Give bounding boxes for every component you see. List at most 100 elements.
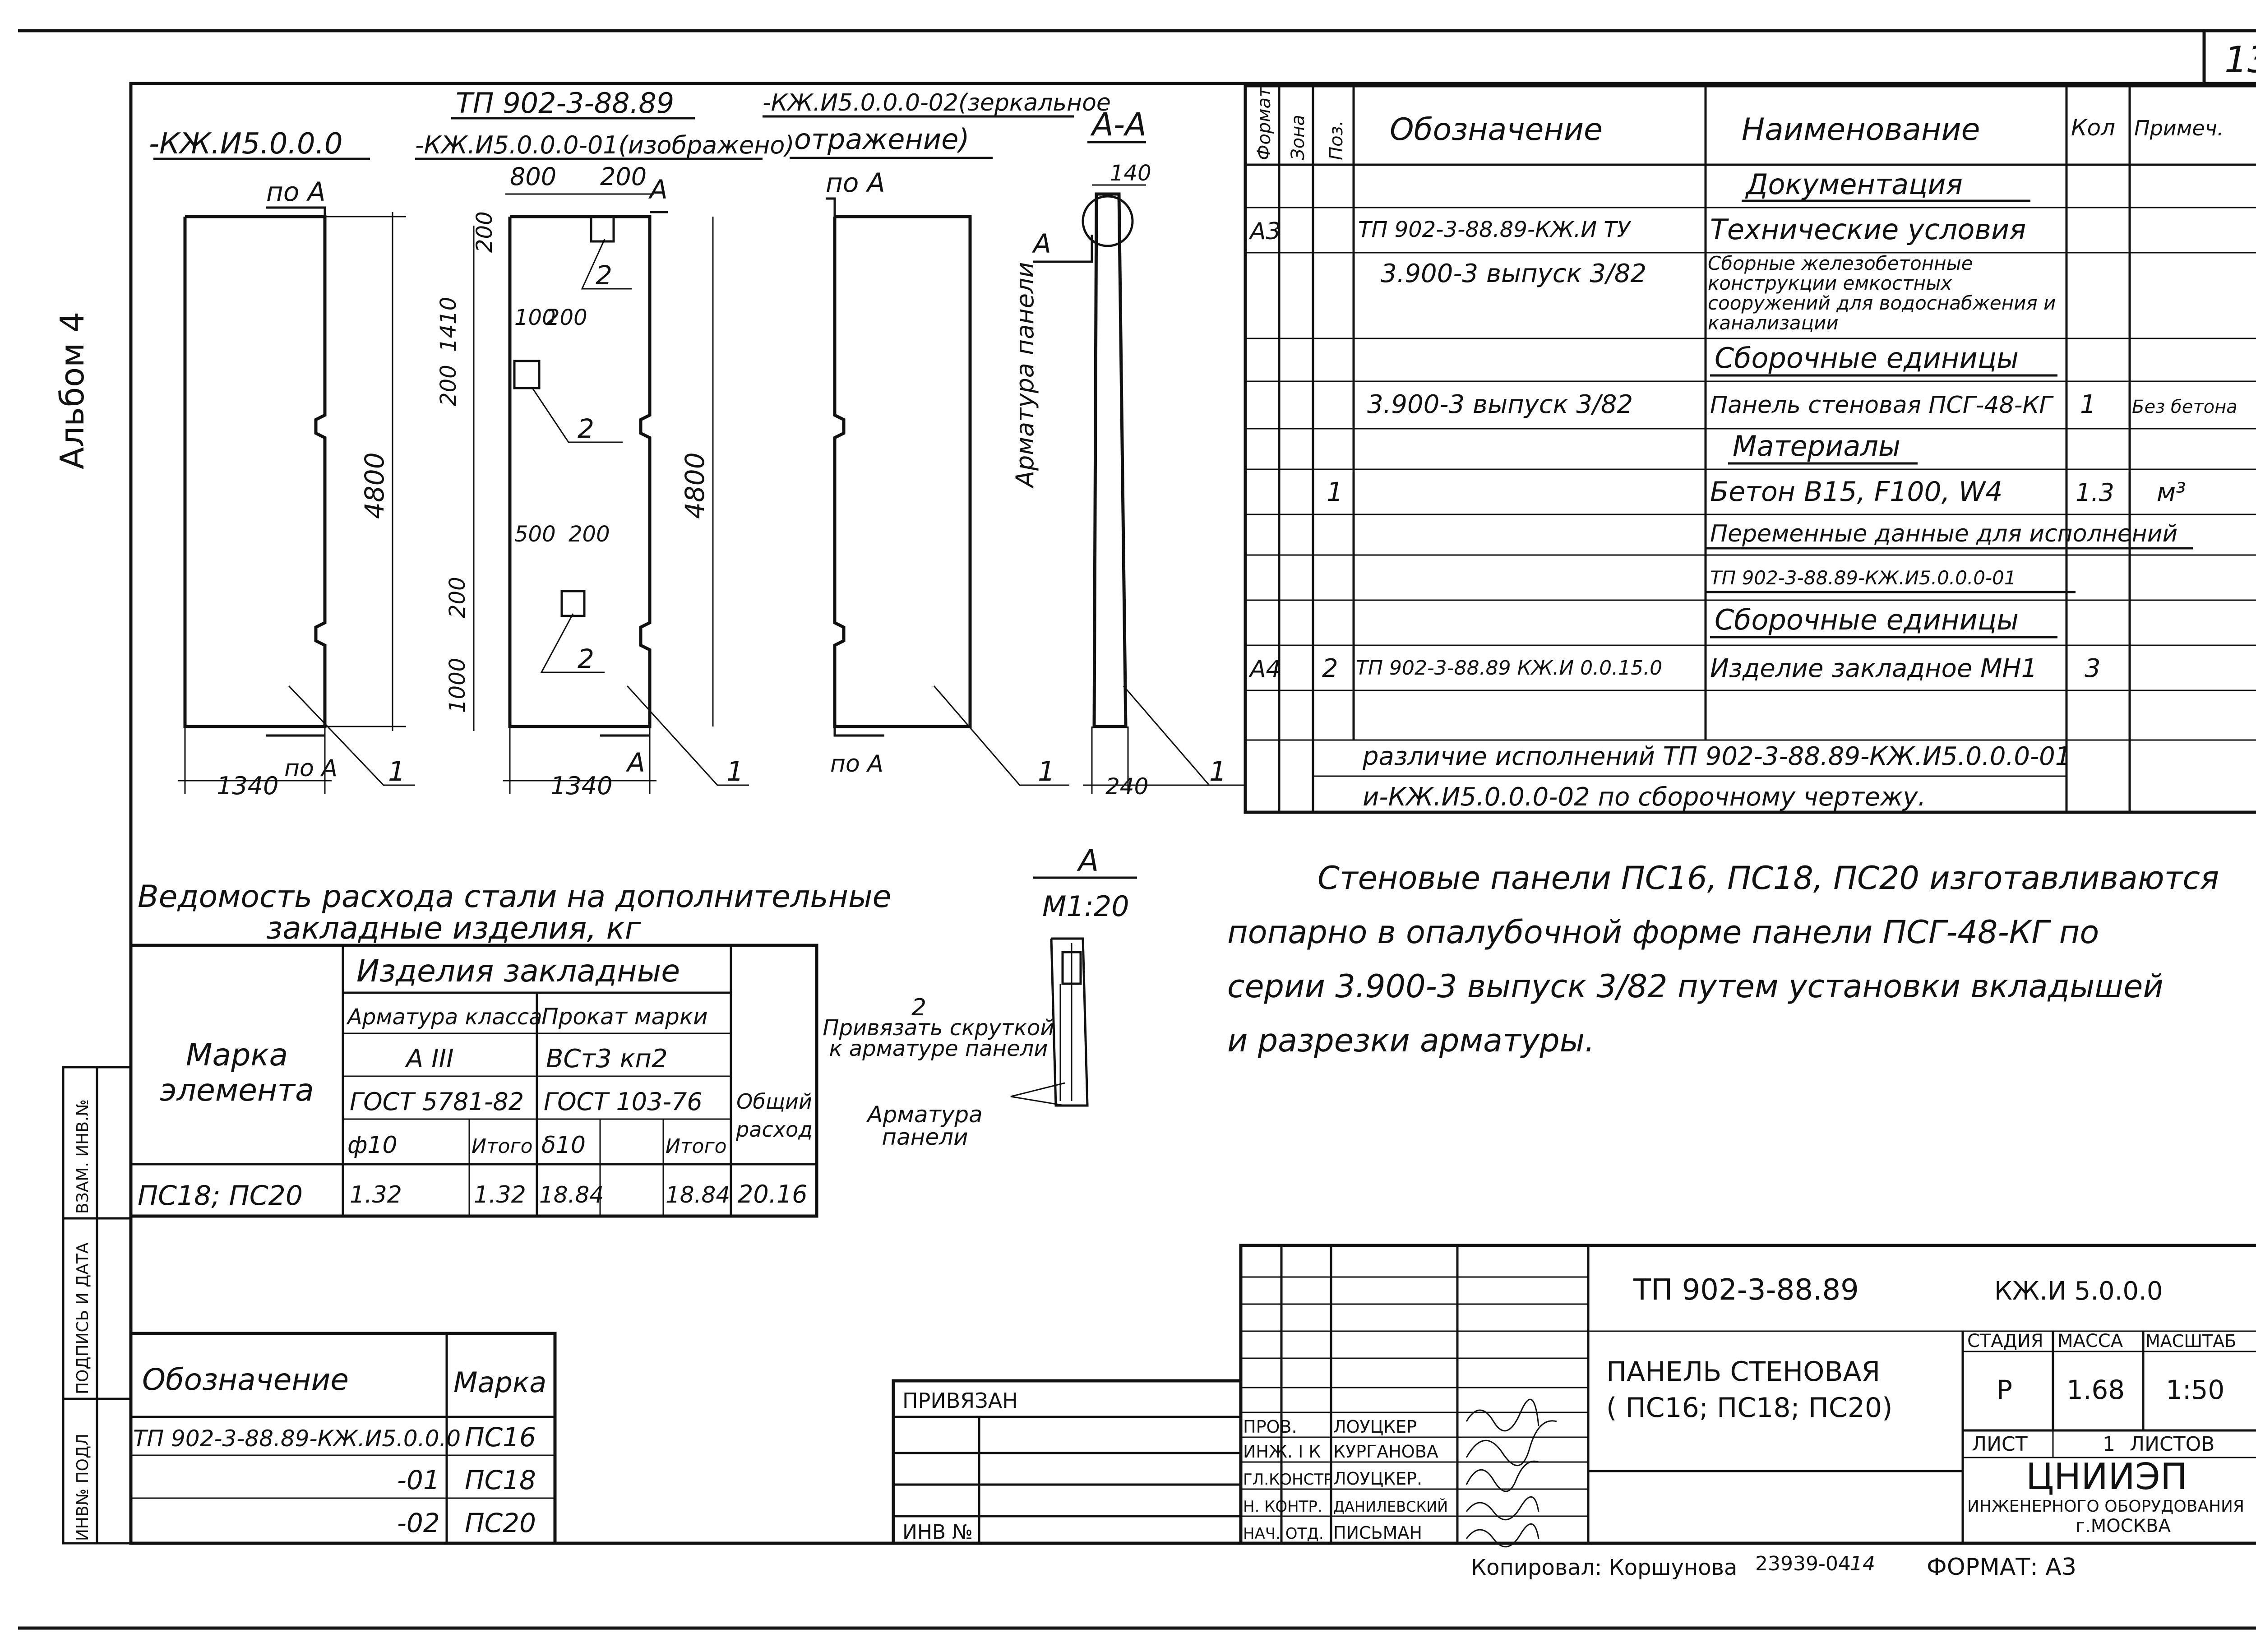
detail-a: А М1:20 2 Привязать скруткой к арматуре … [823,843,1137,1150]
dim-200b: 200 [472,211,497,253]
spec-r2-des: 3.900-3 выпуск 3/82 [1381,259,1646,288]
spec-r6-name: Бетон В15, F100, W4 [1710,476,2002,508]
marks-h-mark: Марка [453,1366,546,1399]
tb-org-3: г.МОСКВА [2076,1516,2171,1536]
callout-1d: 1 [1209,756,1226,787]
dim-height-2: 4800 [680,452,710,519]
spec-footer-1: различие исполнений ТП 902-3-88.89-КЖ.И5… [1362,742,2071,771]
signature-1 [1465,1420,1557,1467]
spec-h-name: Наименование [1742,112,1980,148]
cut-label-3b: по А [830,750,883,777]
panel-view-2: 800 200 А 200 1410 200 100 200 500 200 2… [436,162,749,800]
stamp-sign: ПОДПИСЬ И ДАТА [74,1242,92,1394]
steel-row-s10: 18.84 [539,1182,604,1208]
steel-row-total: 20.16 [738,1180,808,1208]
dim-1000: 1000 [445,658,470,713]
callout-1c: 1 [1038,756,1055,787]
callout-2a: 2 [596,260,612,291]
tb-role-4: НАЧ. ОТД. [1243,1525,1324,1543]
spec-h-note: Примеч. [2134,116,2224,140]
spec-r6-qty: 1.3 [2076,478,2114,507]
cut-label-1b: по А [284,755,337,782]
dim-200f: 200 [445,577,470,618]
callout-2b: 2 [578,413,594,444]
callout-1b: 1 [726,756,744,787]
tb-project: ТП 902-3-88.89 [1633,1273,1859,1307]
tb-name-2: ЛОУЦКЕР. [1333,1469,1422,1489]
spec-r9-name: Сборочные единицы [1715,603,2019,636]
spec-h-des: Обозначение [1390,112,1603,148]
stamp-replace: ВЗАМ. ИНВ.№ [74,1099,92,1214]
steel-table: Ведомость расхода стали на дополнительны… [129,879,892,1218]
designation-01: -КЖ.И5.0.0.0-01(изображено) [415,131,795,159]
callout-1a: 1 [388,756,405,787]
marks-h-des: Обозначение [142,1362,349,1397]
steel-row-mark: ПС18; ПС20 [138,1180,303,1212]
dim-800: 800 [510,162,556,191]
tb-scale-h: МАСШТАБ [2145,1331,2236,1351]
page-number: 13 [2224,39,2256,81]
callout-2c: 2 [578,643,594,674]
spec-r4-qty: 1 [2080,390,2096,419]
signature-2 [1465,1461,1539,1492]
note-line-3: серии 3.900-3 выпуск 3/82 путем установк… [1227,968,2164,1005]
marks-r1-mark: ПС18 [465,1465,536,1495]
tb-role-0: ПРОВ. [1243,1417,1297,1437]
spec-r5-name: Материалы [1733,430,1900,463]
spec-r4-name: Панель стеновая ПСГ-48-КГ [1710,392,2054,419]
spec-r10-name: Изделие закладное МН1 [1710,654,2037,683]
signature-3 [1465,1496,1539,1521]
spec-r0-name: Документация [1745,168,1963,201]
section-view: 140 А Арматура панели 240 1 [1011,161,1245,800]
marks-r2-des: -02 [397,1508,440,1538]
spec-h-qty: Кол [2071,115,2115,141]
tb-name-3: ДАНИЛЕВСКИЙ [1333,1498,1448,1515]
steel-sub2-gost: ГОСТ 103-76 [544,1087,703,1116]
steel-group-h: Изделия закладные [356,953,680,989]
tb-scale: 1:50 [2166,1374,2224,1405]
marks-r2-mark: ПС20 [465,1508,536,1538]
spec-r6-note: м³ [2157,478,2186,507]
cut-letter-sect: А [1031,228,1051,259]
spec-h-zone: Зона [1288,115,1308,160]
dim-width-2: 1340 [550,772,612,800]
note-line-2: попарно в опалубочной форме панели ПСГ-4… [1227,914,2099,951]
tb-stage-h: СТАДИЯ [1967,1331,2043,1351]
detail-rebar: Арматура панели [867,1103,983,1150]
section-label: А-А [1090,106,1146,143]
tb-name-0: ЛОУЦКЕР [1333,1417,1417,1437]
tb-role-3: Н. КОНТР. [1243,1498,1322,1516]
marks-r1-des: -01 [397,1465,440,1495]
cut-letter-bottom: А [625,747,645,778]
tb-org-1: ЦНИИЭП [2026,1456,2187,1498]
note-block: Стеновые панели ПС16, ПС18, ПС20 изготав… [1227,860,2219,1059]
dim-500: 500 [514,522,556,547]
copied-by: Копировал: Коршунова [1471,1555,1737,1580]
note-line-1: Стеновые панели ПС16, ПС18, ПС20 изготав… [1318,860,2219,897]
spec-r10-des: ТП 902-3-88.89 КЖ.И 0.0.15.0 [1356,657,1662,680]
detail-title: А [1077,843,1099,878]
dim-240: 240 [1105,773,1148,800]
steel-col-d10: ф10 [347,1132,398,1159]
spec-r1-des: ТП 902-3-88.89-КЖ.И ТУ [1358,217,1632,242]
dim-height-1: 4800 [359,452,390,519]
tb-role-2: ГЛ.КОНСТР [1243,1471,1333,1489]
tb-org-2: ИНЖЕНЕРНОГО ОБОРУДОВАНИЯ [1967,1497,2244,1516]
spec-h-format: Формат [1254,86,1275,160]
designation-main: -КЖ.И5.0.0.0 [149,127,343,161]
spec-r6-pos: 1 [1327,477,1343,507]
panel-view-1: по А 4800 1340 по А 1 [178,176,415,800]
panel-view-3: по А по А 1 [826,167,1069,787]
steel-total-h: Общий расход [736,1089,813,1142]
callout-2-detail: 2 [911,994,926,1021]
order-number: 23939-04 [1755,1552,1851,1575]
spec-r10-pos: 2 [1322,654,1338,683]
marks-r0-des: ТП 902-3-88.89-КЖ.И5.0.0.0 [133,1425,461,1452]
steel-title-1: Ведомость расхода стали на дополнительны… [138,879,892,915]
privyazan-inv: ИНВ № [902,1521,973,1544]
dim-100: 100 [514,305,556,330]
spec-r1-fmt: А3 [1248,218,1281,245]
marks-table: Обозначение Марка ТП 902-3-88.89-КЖ.И5.0… [129,1332,557,1545]
steel-mark-h: Марка элемента [160,1038,314,1108]
note-line-4: и разрезки арматуры. [1227,1022,1595,1059]
